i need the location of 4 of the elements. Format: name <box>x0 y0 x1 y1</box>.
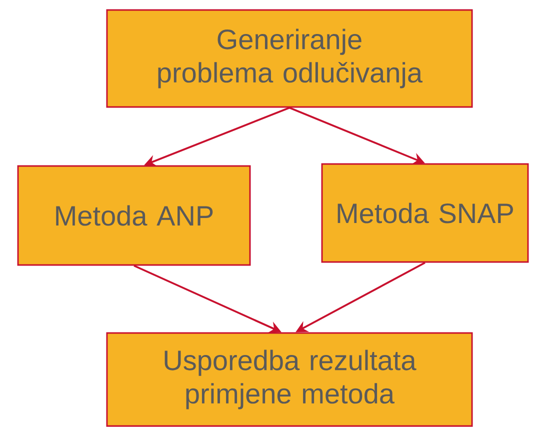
process-box: Metoda SNAP <box>321 163 529 263</box>
process-box: Generiranje problema odlučivanja <box>106 9 473 108</box>
process-box: Metoda ANP <box>17 165 251 266</box>
process-box: Usporedba rezultata primjene metoda <box>106 332 473 427</box>
